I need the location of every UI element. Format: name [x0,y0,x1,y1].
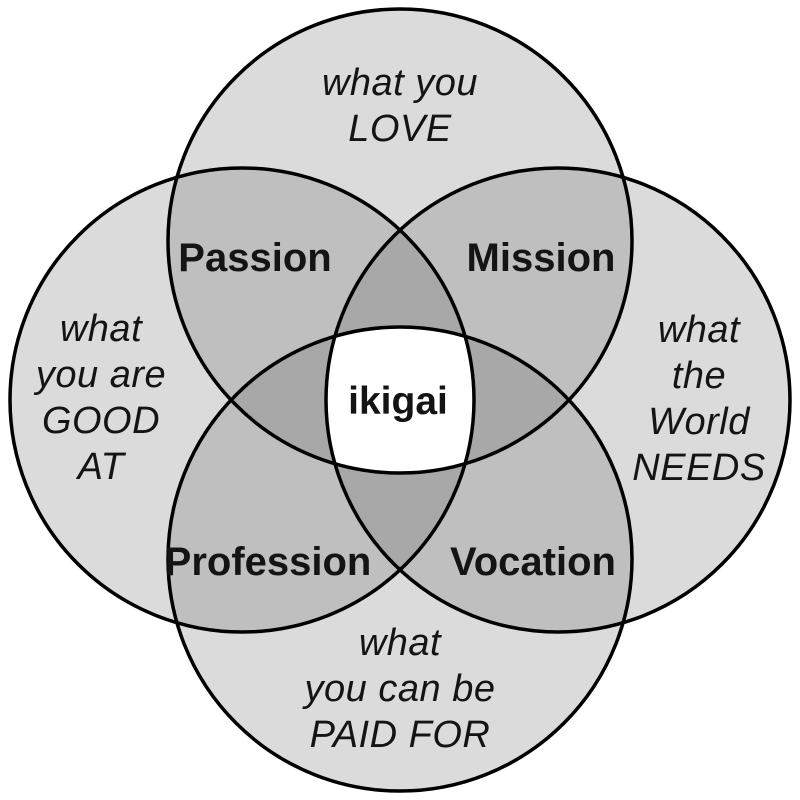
good-at-circle-outline [8,166,476,634]
love-circle-outline [166,7,634,475]
paid-for-circle-outline [166,325,634,793]
world-needs-circle-outline [324,166,792,634]
